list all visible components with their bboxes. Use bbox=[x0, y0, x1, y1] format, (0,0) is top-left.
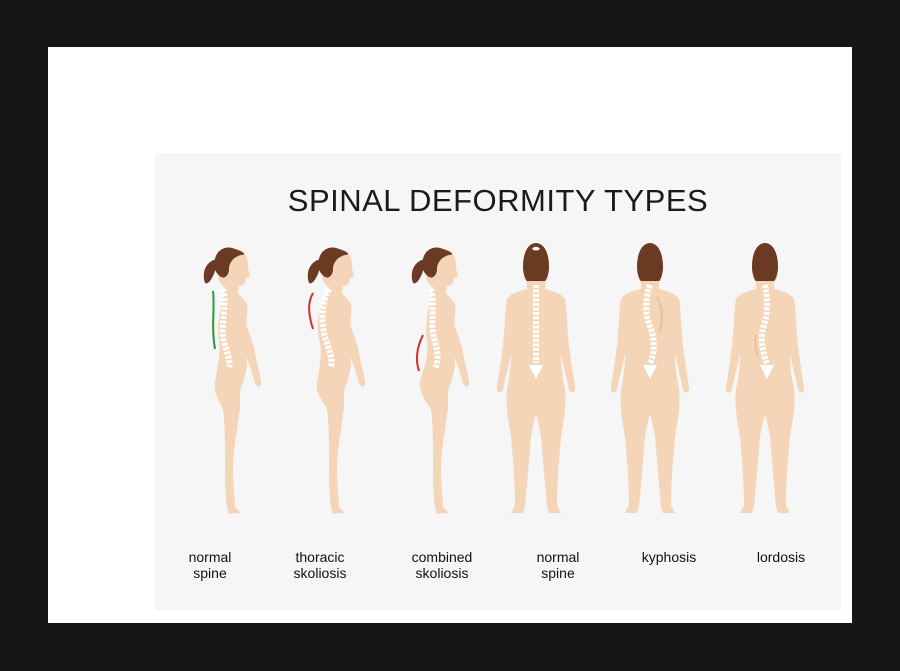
ponytail bbox=[411, 259, 425, 284]
ponytail bbox=[203, 259, 217, 284]
hair bbox=[214, 247, 245, 278]
hair bbox=[318, 247, 349, 278]
figure-back-kyphosis bbox=[595, 237, 705, 537]
label-line: lordosis bbox=[756, 549, 806, 565]
figure-side-thoracic-skoliosis bbox=[273, 237, 383, 537]
back-body-illustration bbox=[496, 243, 576, 513]
label-kyphosis: kyphosis bbox=[614, 549, 724, 565]
label-line: spine bbox=[193, 565, 227, 581]
sacrum bbox=[643, 365, 657, 379]
label-line: normal bbox=[536, 549, 580, 565]
hair bbox=[422, 247, 453, 278]
hair bbox=[752, 243, 778, 281]
deformity-curve-line bbox=[415, 334, 424, 372]
side-body-illustration bbox=[411, 247, 470, 514]
normal-curve-line bbox=[212, 290, 216, 350]
spine-vertebrae bbox=[319, 287, 335, 368]
label-combined-skoliosis: combined skoliosis bbox=[387, 549, 497, 581]
hair bbox=[523, 243, 549, 281]
body-shape bbox=[316, 248, 366, 514]
shoulder-blade-shadow bbox=[656, 296, 663, 334]
label-lordosis: lordosis bbox=[726, 549, 836, 565]
label-thoracic-skoliosis: thoracic skoliosis bbox=[265, 549, 375, 581]
sacrum bbox=[760, 365, 774, 379]
deformity-curve-line bbox=[308, 292, 314, 330]
lower-back-shadow bbox=[754, 334, 759, 358]
label-line: combined bbox=[411, 549, 473, 565]
sacrum bbox=[529, 365, 543, 379]
body-shape bbox=[419, 248, 470, 514]
diagram-print: SPINAL DEFORMITY TYPES bbox=[155, 153, 841, 610]
body-shape bbox=[725, 245, 805, 513]
label-normal-spine-back: normal spine bbox=[503, 549, 613, 581]
ponytail bbox=[307, 259, 321, 284]
spine-vertebrae bbox=[643, 283, 657, 365]
diagram-title: SPINAL DEFORMITY TYPES bbox=[287, 183, 709, 218]
label-line: normal bbox=[188, 549, 232, 565]
back-body-illustration bbox=[610, 243, 690, 513]
figure-back-lordosis bbox=[710, 237, 820, 537]
label-line: skoliosis bbox=[293, 565, 347, 581]
hair-clip bbox=[532, 246, 540, 251]
label-normal-spine-side: normal spine bbox=[155, 549, 265, 581]
figure-back-normal-spine bbox=[481, 237, 591, 537]
label-line: spine bbox=[541, 565, 575, 581]
body-shape bbox=[214, 248, 262, 514]
figure-side-combined-skoliosis bbox=[377, 237, 487, 537]
body-shape bbox=[496, 245, 576, 513]
spine-vertebrae bbox=[219, 288, 233, 368]
side-body-illustration bbox=[307, 247, 366, 514]
spine-vertebrae bbox=[758, 284, 771, 365]
spine-vertebrae bbox=[428, 288, 441, 371]
label-line: thoracic bbox=[295, 549, 345, 565]
label-line: skoliosis bbox=[415, 565, 469, 581]
side-body-illustration bbox=[203, 247, 262, 514]
back-body-illustration bbox=[725, 243, 805, 513]
hair bbox=[637, 243, 663, 281]
figure-side-normal-spine bbox=[169, 237, 279, 537]
label-line: kyphosis bbox=[641, 549, 697, 565]
picture-mat: SPINAL DEFORMITY TYPES bbox=[48, 47, 852, 623]
